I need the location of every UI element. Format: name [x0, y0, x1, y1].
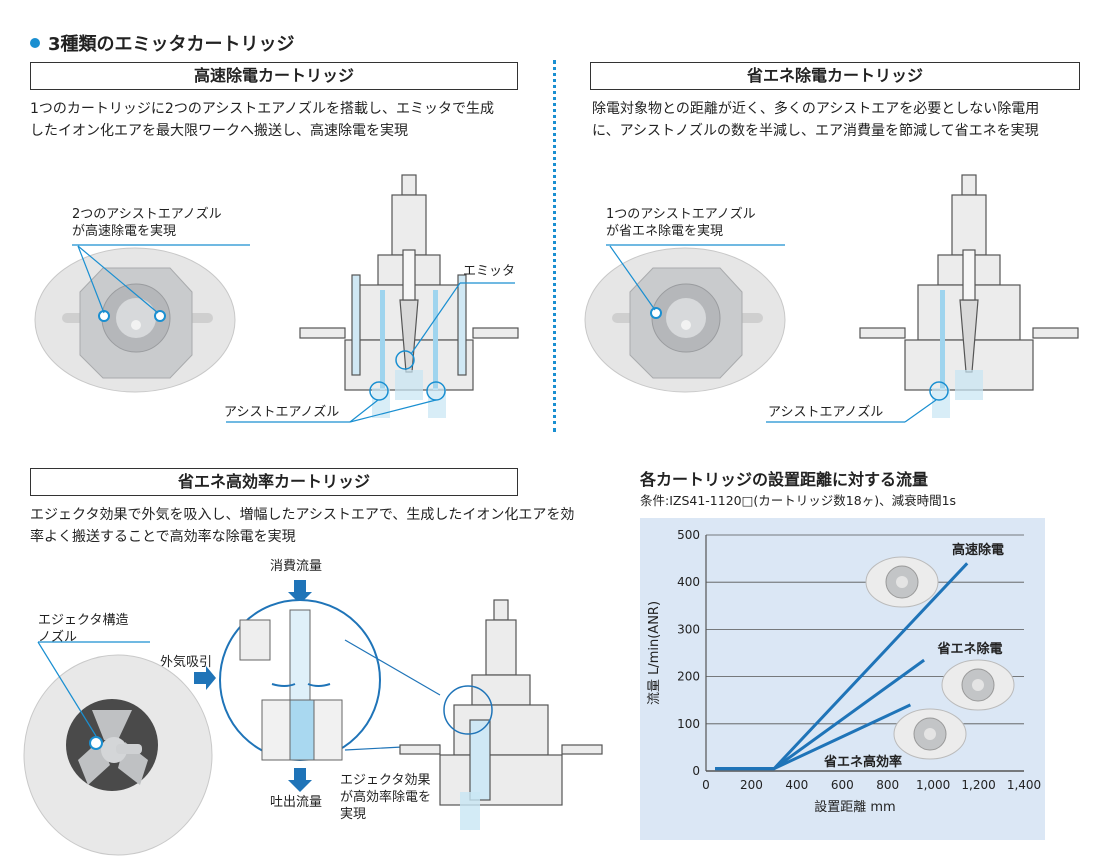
- series-line: [715, 703, 912, 771]
- sec1-header: 高速除電カートリッジ: [30, 62, 518, 90]
- chart-condition: 条件:IZS41-1120□(カートリッジ数18ヶ)、減衰時間1s: [640, 493, 957, 508]
- sec3-illustration: [23, 580, 603, 856]
- sec2-nozzle-label: アシストエアノズル: [768, 405, 884, 420]
- sec2-header: 省エネ除電カートリッジ: [590, 62, 1080, 90]
- sec1-emitter-label: エミッタ: [463, 264, 516, 279]
- sec2-illustration: [584, 174, 1079, 423]
- chart-title: 各カートリッジの設置距離に対する流量: [640, 470, 929, 489]
- sec1-nozzle-label: アシストエアノズル: [224, 405, 340, 420]
- sec3-consumption-label: 消費流量: [270, 559, 323, 574]
- sec3-header: 省エネ高効率カートリッジ: [30, 468, 518, 496]
- y-tick-label: 0: [692, 764, 700, 778]
- sec2-callout: 1つのアシストエアノズル が省エネ除電を実現: [606, 207, 756, 239]
- thumb-fast-cartridge-hole: [896, 576, 908, 588]
- ejector-magnified-view: [219, 599, 381, 761]
- x-tick-label: 1,200: [961, 778, 995, 792]
- sec1-illustration: [34, 174, 519, 423]
- cartridge-ejector-cross-section: [399, 599, 603, 806]
- x-tick-label: 800: [876, 778, 899, 792]
- sec1-description: 1つのカートリッジに2つのアシストエアノズルを搭載し、エミッタで生成 したイオン…: [30, 101, 494, 139]
- y-tick-label: 500: [677, 528, 700, 542]
- series-label: 高速除電: [952, 542, 1004, 558]
- sec2-description: 除電対象物との距離が近く、多くのアシストエアを必要としない除電用 に、アシストノ…: [592, 101, 1040, 139]
- x-axis-label: 設置距離 mm: [814, 799, 895, 815]
- x-tick-label: 200: [740, 778, 763, 792]
- x-tick-label: 1,000: [916, 778, 950, 792]
- sec3-intake-label: 外気吸引: [160, 655, 213, 670]
- sec3-discharge-label: 吐出流量: [270, 795, 323, 810]
- x-tick-label: 400: [785, 778, 808, 792]
- cartridge-fast-cross-section: [299, 174, 519, 391]
- flow-chart: 0 100 200 300 400 500 0 200 400 600 800 1,000 1,200 1…: [647, 528, 1041, 815]
- y-axis-label: 流量 L/min(ANR): [647, 601, 662, 705]
- y-tick-label: 400: [677, 575, 700, 589]
- y-tick-label: 300: [677, 622, 700, 636]
- main-title: 3種類のエミッタカートリッジ: [30, 30, 295, 56]
- y-tick-label: 100: [677, 717, 700, 731]
- cartridge-ejector-image: [23, 654, 213, 856]
- cartridge-eco-image: [584, 247, 786, 393]
- series-label: 省エネ高効率: [823, 754, 902, 770]
- cartridge-eco-cross-section: [859, 174, 1079, 391]
- series-label: 省エネ除電: [936, 641, 1002, 657]
- sec3-effect-label: エジェクタ効果 が高効率除電を 実現: [340, 773, 432, 822]
- sec3-ejector-label: エジェクタ構造 ノズル: [38, 613, 129, 645]
- x-tick-label: 1,400: [1007, 778, 1041, 792]
- sec3-description: エジェクタ効果で外気を吸入し、増幅したアシストエアで、生成したイオン化エアを効 …: [30, 507, 575, 545]
- sec1-callout: 2つのアシストエアノズル が高速除電を実現: [72, 207, 222, 239]
- bullet-icon: [30, 38, 40, 48]
- x-tick-label: 0: [702, 778, 710, 792]
- y-tick-label: 200: [677, 670, 700, 684]
- chart-panel: 0 100 200 300 400 500 0 200 400 600 800 1,000 1,200 1…: [640, 518, 1045, 840]
- thumb-ejector-cartridge-hole: [924, 728, 936, 740]
- x-tick-label: 600: [831, 778, 854, 792]
- cartridge-fast-image: [34, 247, 236, 393]
- thumb-eco-cartridge-hole: [972, 679, 984, 691]
- section-divider: [553, 60, 556, 432]
